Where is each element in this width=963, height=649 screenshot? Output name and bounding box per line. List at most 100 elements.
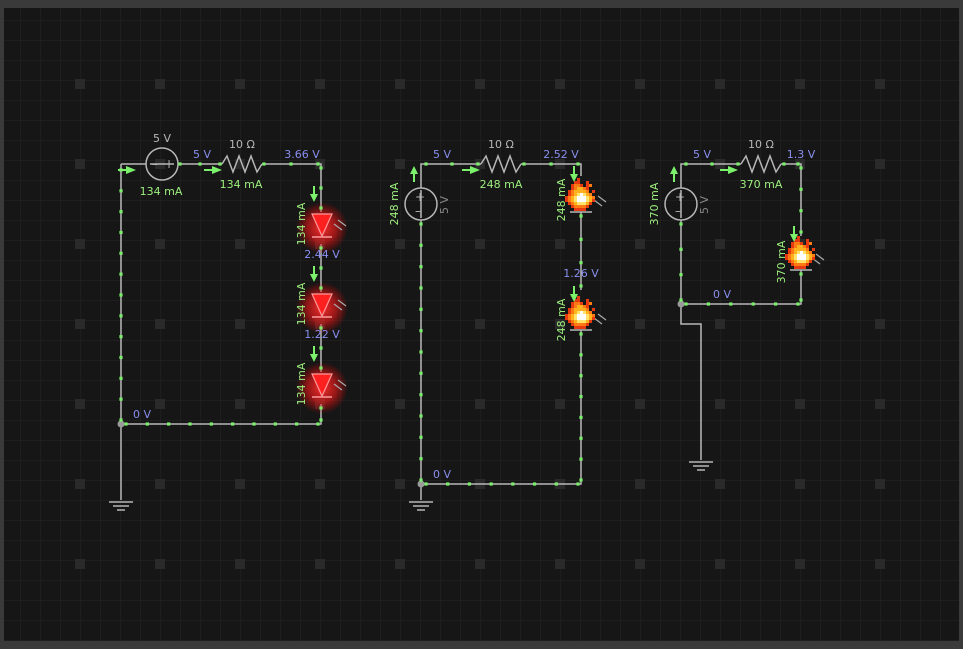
svg-text:–: – xyxy=(152,157,158,171)
grid-dot xyxy=(715,559,725,569)
grid-dot xyxy=(635,479,645,489)
current-dot xyxy=(119,397,123,401)
current-dot xyxy=(576,162,580,166)
grid-dot xyxy=(395,559,405,569)
grid-dot xyxy=(235,159,245,169)
current-dot xyxy=(319,326,323,330)
grid-dot xyxy=(235,559,245,569)
led-2[interactable] xyxy=(296,282,348,334)
current-dot xyxy=(424,162,428,166)
grid-dot xyxy=(475,319,485,329)
current-dot xyxy=(579,261,583,265)
current-dot xyxy=(119,314,123,318)
current-dot xyxy=(576,482,580,486)
current-dot xyxy=(419,393,423,397)
svg-text:+: + xyxy=(164,157,174,171)
current-dot xyxy=(209,422,213,426)
grid-dot xyxy=(75,399,85,409)
grid-dot xyxy=(555,399,565,409)
grid-dot xyxy=(315,479,325,489)
junction-node xyxy=(417,480,425,488)
current-dot xyxy=(799,166,803,170)
source-voltage-label: 5 V xyxy=(153,132,171,145)
current-dot xyxy=(549,162,553,166)
led-2-burnt[interactable] xyxy=(565,296,607,331)
current-dot xyxy=(188,422,192,426)
current-dot xyxy=(424,482,428,486)
circuit-3-wires xyxy=(680,163,802,460)
current-arrows xyxy=(670,166,798,242)
current-dot xyxy=(124,422,128,426)
led-current-label: 134 mA xyxy=(295,362,308,405)
svg-text:+: + xyxy=(415,190,425,204)
resistor[interactable] xyxy=(221,153,263,175)
current-dot xyxy=(579,394,583,399)
voltage-source[interactable]: + – xyxy=(664,187,698,221)
current-dot xyxy=(774,302,778,306)
current-dot xyxy=(419,286,423,290)
grid-dot xyxy=(75,479,85,489)
grid-dot xyxy=(475,79,485,89)
grid-dot xyxy=(395,479,405,489)
junction-node xyxy=(117,420,125,428)
grid-dot xyxy=(235,479,245,489)
voltage-source[interactable]: + – xyxy=(404,187,438,221)
grid-dot xyxy=(795,319,805,329)
node-voltage-label: 5 V xyxy=(193,148,211,161)
grid-dot xyxy=(635,319,645,329)
ground-icon xyxy=(109,501,133,511)
ground-voltage-label: 0 V xyxy=(133,408,151,421)
svg-text:–: – xyxy=(675,204,681,218)
current-dot xyxy=(729,302,733,306)
current-dot xyxy=(119,251,123,255)
current-dot xyxy=(532,482,537,486)
current-dot xyxy=(579,374,583,378)
fire-icon xyxy=(565,296,595,329)
led-1-burnt[interactable] xyxy=(785,236,825,271)
grid-dot xyxy=(155,559,165,569)
current-dot xyxy=(419,307,423,311)
current-dot xyxy=(319,366,323,370)
led-current-label: 134 mA xyxy=(295,202,308,245)
circuit-1[interactable]: – + xyxy=(109,132,348,511)
led-1[interactable] xyxy=(296,202,348,254)
current-dot xyxy=(178,162,182,166)
current-dot xyxy=(319,406,323,410)
source-current-label: 248 mA xyxy=(388,182,401,225)
resistor[interactable] xyxy=(480,153,522,175)
current-dot xyxy=(295,422,299,426)
grid-dot xyxy=(475,239,485,249)
current-dot xyxy=(796,302,800,306)
current-dot xyxy=(119,355,123,360)
voltage-source[interactable]: – + xyxy=(145,147,179,181)
grid-dot xyxy=(395,159,405,169)
grid-dot xyxy=(715,239,725,249)
led-1-burnt[interactable] xyxy=(565,178,607,213)
current-dot xyxy=(316,422,320,426)
current-dot xyxy=(319,206,323,210)
grid-dot xyxy=(875,559,885,569)
current-dot xyxy=(679,222,683,226)
current-dot xyxy=(799,209,803,213)
current-dot xyxy=(446,482,450,486)
resistor[interactable] xyxy=(740,153,782,175)
grid-dot xyxy=(555,239,565,249)
current-dot xyxy=(419,457,423,461)
grid-dot xyxy=(75,159,85,169)
svg-text:+: + xyxy=(675,190,685,204)
grid-dot xyxy=(75,79,85,89)
grid-dot xyxy=(235,79,245,89)
circuit-2[interactable]: + – 5 V 248 mA 5 V 10 Ω 248 mA xyxy=(388,138,607,511)
grid-dot xyxy=(875,399,885,409)
grid-dot xyxy=(155,399,165,409)
circuit-3[interactable]: + – 5 V 370 mA 5 V 10 Ω 370 mA 1.3 V 370… xyxy=(648,138,825,471)
fire-icon xyxy=(565,178,595,211)
led-3[interactable] xyxy=(296,362,348,414)
grid-dot xyxy=(795,79,805,89)
current-dot xyxy=(554,482,558,486)
grid-dot xyxy=(795,559,805,569)
resistor-current-label: 370 mA xyxy=(740,178,783,191)
grid-dot xyxy=(635,159,645,169)
current-dot xyxy=(751,302,755,306)
